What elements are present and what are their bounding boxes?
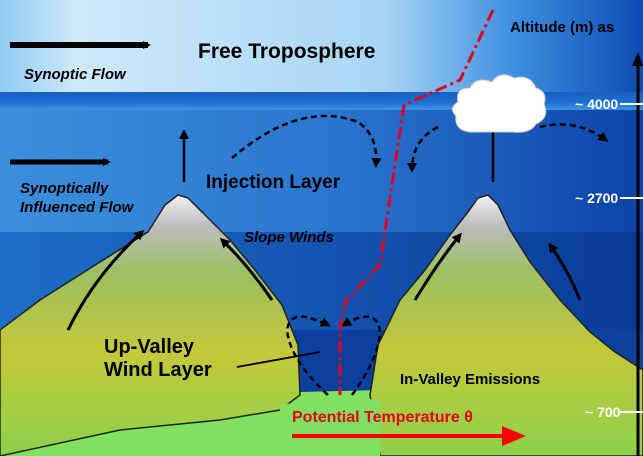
altitude-tick-2700: ~ 2700 bbox=[575, 190, 619, 206]
inversion-band bbox=[0, 92, 643, 112]
valley-bottom bbox=[280, 398, 380, 456]
left-outer-slope-arrow bbox=[66, 229, 145, 331]
cloud bbox=[452, 74, 547, 133]
slope-winds-label: Slope Winds bbox=[244, 229, 334, 246]
injection-dashed-arrow-right bbox=[539, 123, 609, 142]
synoptically-label-line1: Synoptically bbox=[20, 180, 109, 197]
synoptic-flow-label: Synoptic Flow bbox=[24, 66, 126, 83]
in-valley-emissions-label: In-Valley Emissions bbox=[400, 371, 541, 388]
up-valley-pointer-line bbox=[236, 351, 321, 368]
free-troposphere-label: Free Troposphere bbox=[198, 40, 376, 63]
right-mountain bbox=[369, 194, 643, 456]
injection-dashed-arrow-left bbox=[231, 114, 382, 168]
potential-temperature-profile bbox=[338, 9, 495, 395]
right-outer-slope-arrow bbox=[548, 242, 582, 301]
potential-temperature-label: Potential Temperature θ bbox=[292, 409, 473, 426]
injection-layer-region bbox=[0, 110, 643, 235]
valley-circulation-left bbox=[285, 315, 331, 396]
injection-dashed-arrow-middle bbox=[407, 125, 439, 173]
altitude-tick-700: ~ 700 bbox=[585, 404, 621, 420]
right-inner-slope-arrow bbox=[413, 232, 462, 301]
valley-circulation-right bbox=[341, 315, 382, 396]
altitude-tick-4000: ~ 4000 bbox=[575, 96, 619, 112]
up-valley-label-line2: Wind Layer bbox=[104, 359, 212, 381]
left-mountain bbox=[0, 194, 301, 456]
left-inner-slope-arrow bbox=[219, 237, 274, 301]
altitude-axis-arrowhead bbox=[632, 52, 643, 66]
synoptically-label-line2: Influenced Flow bbox=[20, 199, 134, 216]
up-valley-label-line1: Up-Valley bbox=[104, 336, 195, 358]
altitude-axis-label: Altitude (m) as bbox=[510, 19, 615, 36]
injection-layer-label: Injection Layer bbox=[206, 172, 341, 193]
